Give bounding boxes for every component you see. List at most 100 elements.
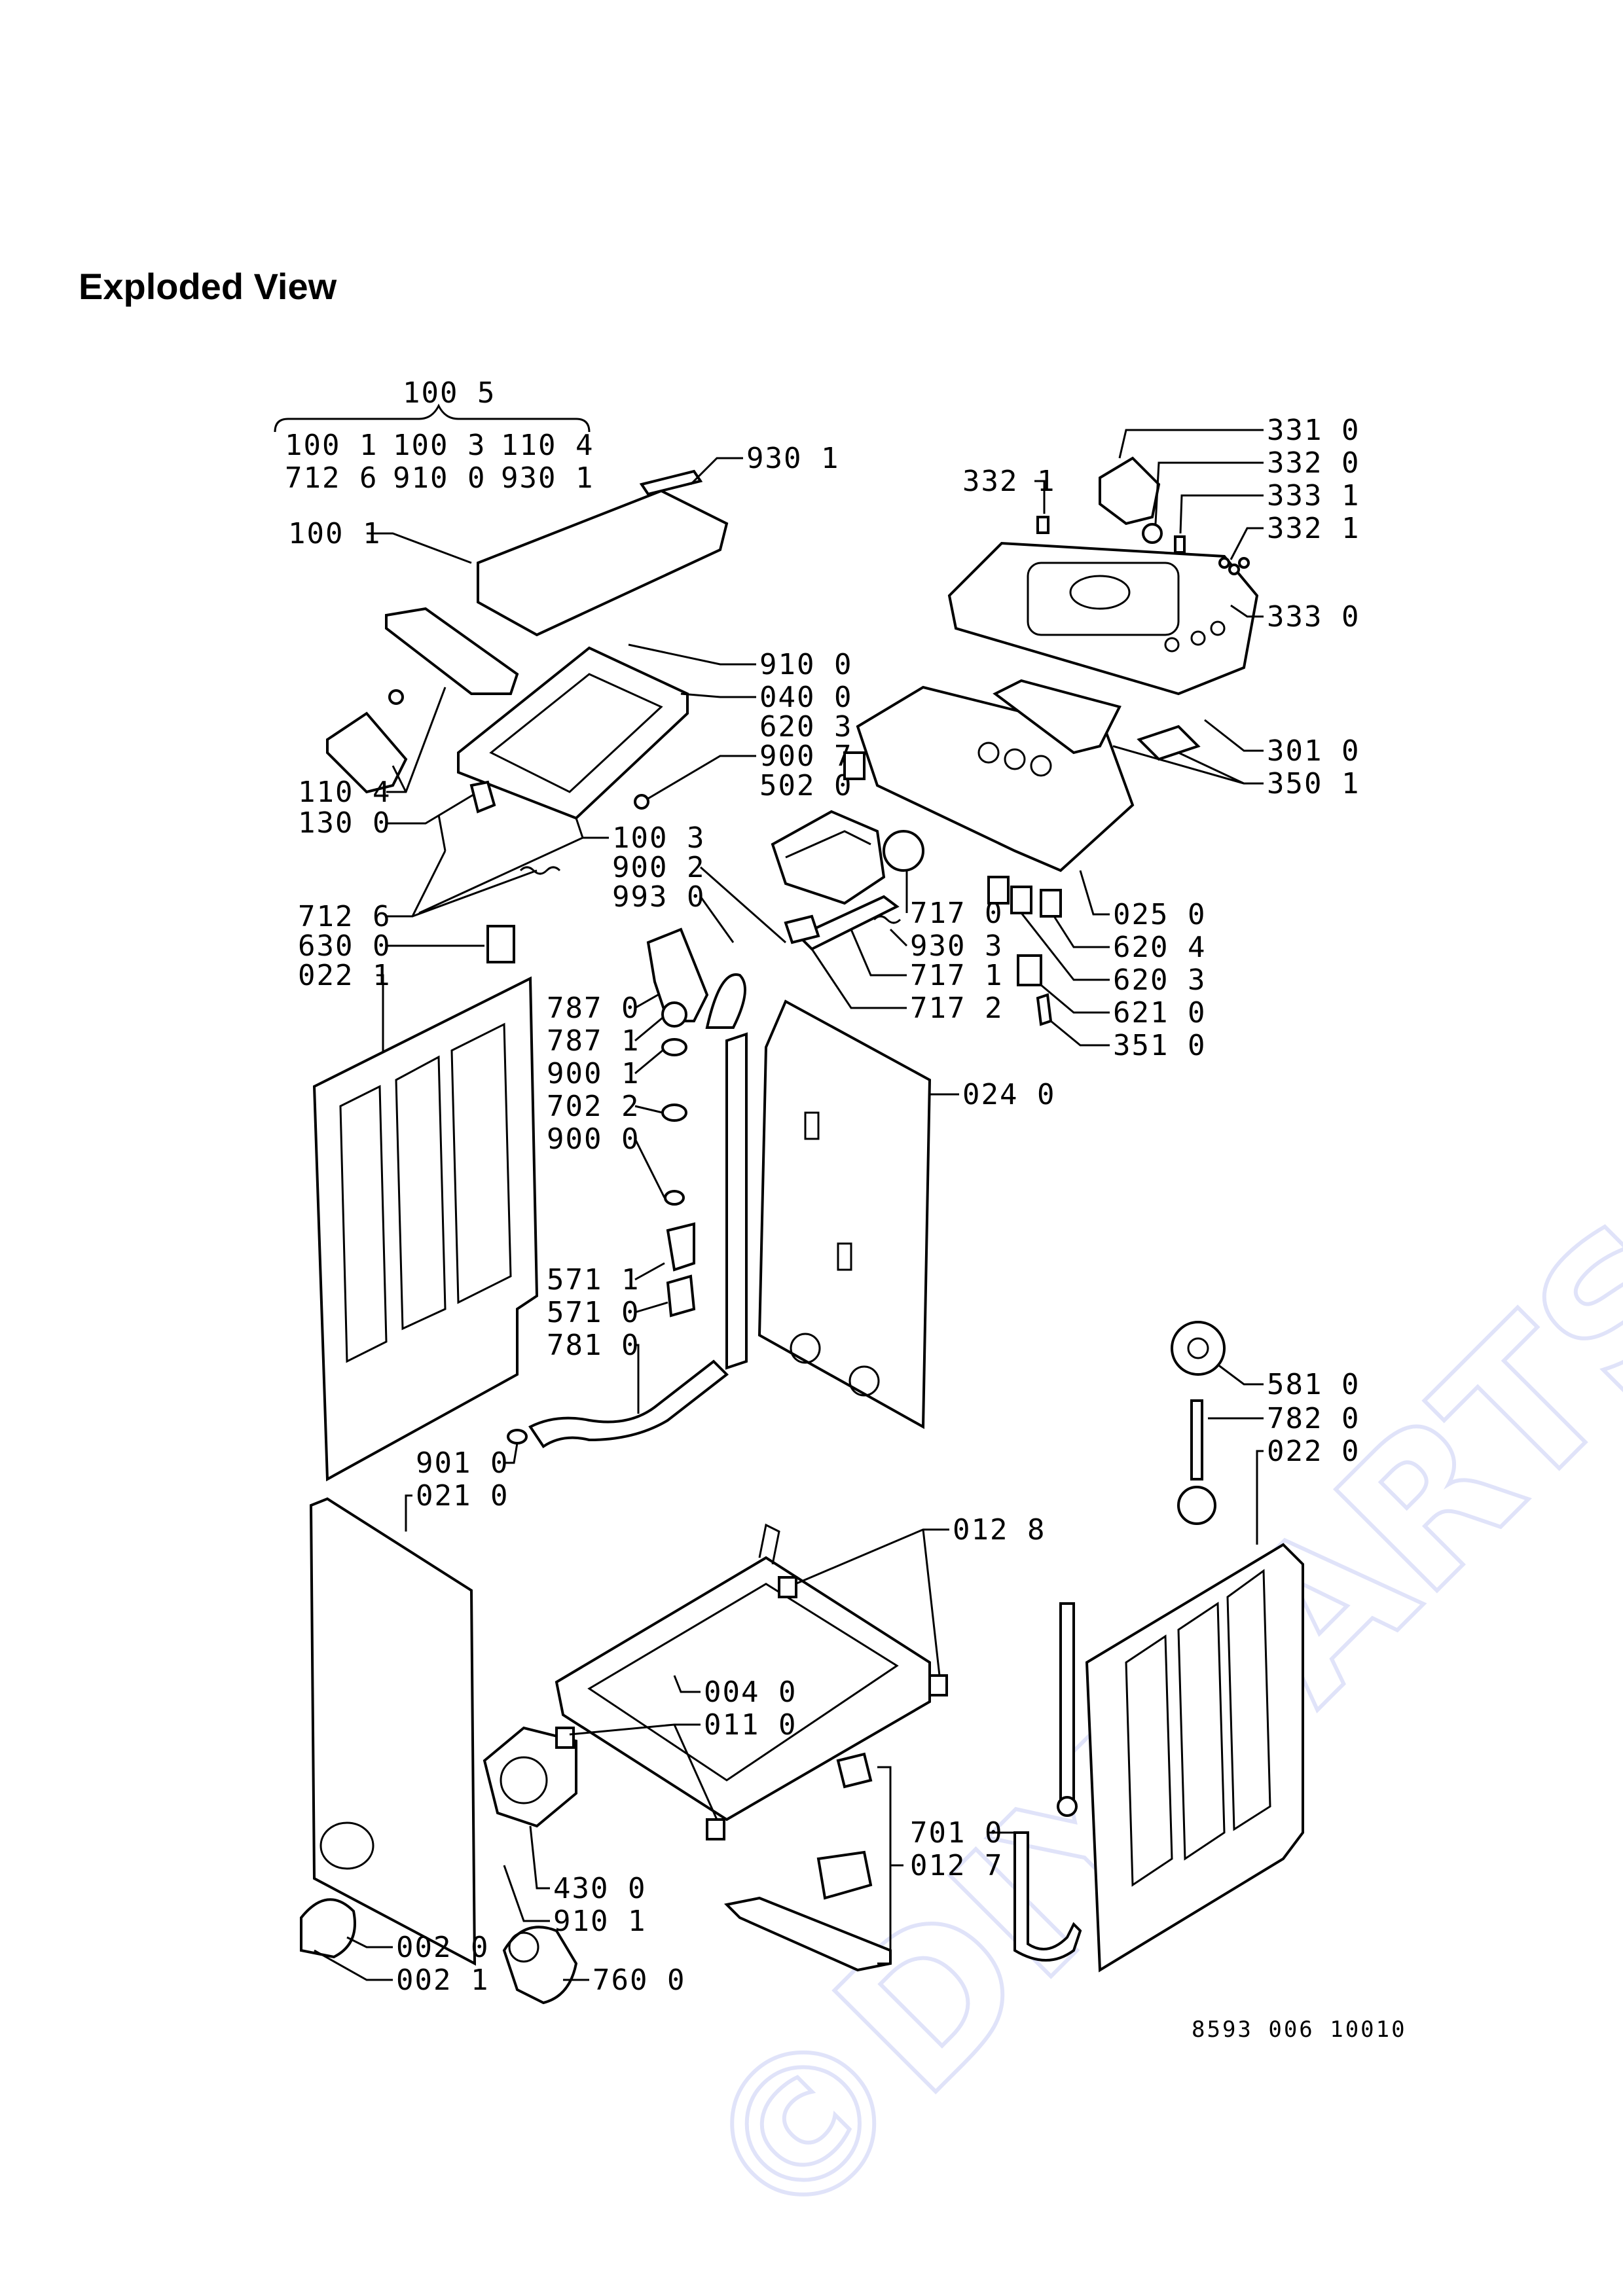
knob-part bbox=[1099, 456, 1161, 526]
part-label-351-0: 351 0 bbox=[1113, 1029, 1206, 1062]
part-label-100-3: 100 3 bbox=[612, 821, 705, 855]
part-label-930-1: 930 1 bbox=[746, 442, 839, 475]
part-label-130-0: 130 0 bbox=[298, 806, 391, 840]
pipe-part bbox=[725, 1032, 748, 1370]
part-label-620-4: 620 4 bbox=[1113, 931, 1206, 964]
leader-line bbox=[1217, 1363, 1264, 1386]
leader-line bbox=[1230, 604, 1264, 618]
leader-line bbox=[1256, 1450, 1264, 1545]
part-label-701-0: 701 0 bbox=[910, 1816, 1003, 1850]
bracket-brace bbox=[877, 1766, 903, 1965]
part-label-571-1: 571 1 bbox=[547, 1263, 640, 1297]
leader-line bbox=[1179, 494, 1264, 534]
drawing-code: 8593 006 10010 bbox=[1192, 2017, 1407, 2043]
part-label-901-0: 901 0 bbox=[416, 1446, 509, 1480]
disc-part bbox=[883, 830, 924, 872]
part-label-332-0: 332 0 bbox=[1267, 446, 1360, 480]
ring-part bbox=[661, 1001, 687, 1028]
kit-item: 712 6 bbox=[285, 461, 378, 495]
leader-line bbox=[628, 643, 756, 666]
connector-part bbox=[987, 876, 1010, 905]
lever-part bbox=[796, 895, 900, 951]
part-label-787-1: 787 1 bbox=[547, 1024, 640, 1058]
spring-part bbox=[873, 915, 902, 924]
part-label-430-0: 430 0 bbox=[553, 1872, 646, 1905]
handle-part bbox=[385, 607, 519, 695]
screw-part bbox=[388, 689, 404, 705]
leader-line bbox=[647, 755, 756, 800]
leader-line bbox=[699, 896, 735, 943]
spring-part bbox=[519, 866, 561, 875]
rod-part bbox=[1059, 1602, 1075, 1801]
leader-line bbox=[700, 866, 786, 944]
pulley-hub-part bbox=[1187, 1337, 1209, 1359]
part-label-024-0: 024 0 bbox=[962, 1078, 1055, 1111]
connector-part bbox=[843, 751, 866, 780]
connector-part bbox=[1010, 886, 1032, 914]
filter-part bbox=[502, 1926, 578, 2005]
leader-line bbox=[635, 1344, 640, 1414]
leader-line bbox=[376, 974, 384, 1060]
part-label-012-8: 012 8 bbox=[953, 1513, 1046, 1547]
part-label-787-0: 787 0 bbox=[547, 992, 640, 1025]
front-panel-part bbox=[309, 1497, 477, 1966]
connector-part bbox=[1040, 889, 1062, 918]
part-label-781-0: 781 0 bbox=[547, 1329, 640, 1362]
part-label-571-0: 571 0 bbox=[547, 1296, 640, 1329]
leader-line bbox=[689, 457, 743, 486]
foot-part bbox=[706, 1818, 725, 1840]
right-side-panel-part bbox=[1085, 1543, 1304, 1973]
leader-line bbox=[503, 1865, 550, 1922]
leader-line bbox=[634, 1262, 665, 1281]
led-light-part bbox=[1218, 557, 1230, 569]
drain-hose-part bbox=[528, 1359, 729, 1448]
kit-item: 100 3 bbox=[393, 429, 486, 462]
leader-line bbox=[634, 1105, 663, 1114]
part-label-110-4: 110 4 bbox=[298, 776, 391, 809]
kit-main-label: 100 5 bbox=[403, 376, 496, 410]
part-label-331-0: 331 0 bbox=[1267, 414, 1360, 447]
leader-line bbox=[1204, 719, 1264, 752]
plug-part bbox=[664, 1190, 685, 1206]
part-label-717-2: 717 2 bbox=[910, 992, 1003, 1025]
kit-item: 930 1 bbox=[501, 461, 594, 495]
top-frame-part bbox=[457, 646, 689, 820]
part-label-011-0: 011 0 bbox=[704, 1708, 797, 1742]
leader-line bbox=[504, 1443, 519, 1464]
foot-part bbox=[778, 1576, 797, 1598]
kit-item: 100 1 bbox=[285, 429, 378, 462]
leader-line bbox=[634, 1016, 663, 1042]
leader-line bbox=[1118, 429, 1264, 459]
leader-line bbox=[529, 1825, 550, 1890]
kit-brace bbox=[274, 403, 591, 433]
base-frame-part bbox=[555, 1523, 931, 1821]
pad-part bbox=[1137, 725, 1201, 761]
clip-part bbox=[634, 794, 649, 810]
leader-line bbox=[346, 1936, 393, 1948]
leader-line bbox=[850, 929, 907, 977]
service-door-part bbox=[300, 1898, 356, 1959]
lock-part bbox=[326, 711, 408, 794]
part-label-025-0: 025 0 bbox=[1113, 898, 1206, 931]
leader-line bbox=[386, 850, 538, 918]
leader-line bbox=[314, 1949, 393, 1981]
part-label-930-3: 930 3 bbox=[910, 929, 1003, 963]
part-label-004-0: 004 0 bbox=[704, 1676, 797, 1709]
clamp-part bbox=[661, 1038, 687, 1056]
filter-capacitor-part bbox=[486, 925, 515, 963]
pin-part bbox=[437, 814, 447, 852]
bellows-hose-part bbox=[646, 927, 709, 1022]
clamp-part bbox=[661, 1103, 687, 1122]
foot-part bbox=[555, 1727, 575, 1749]
part-label-900-7: 900 7 bbox=[759, 740, 852, 773]
programmer-module-part bbox=[771, 810, 886, 905]
pushbutton-part bbox=[1036, 516, 1049, 534]
part-label-301-0: 301 0 bbox=[1267, 734, 1360, 768]
leader-line bbox=[386, 791, 479, 825]
part-label-581-0: 581 0 bbox=[1267, 1368, 1360, 1401]
part-label-900-2: 900 2 bbox=[612, 851, 705, 884]
knob-holder-part bbox=[1142, 523, 1163, 544]
leader-line bbox=[367, 532, 472, 564]
leader-line bbox=[1112, 745, 1264, 785]
